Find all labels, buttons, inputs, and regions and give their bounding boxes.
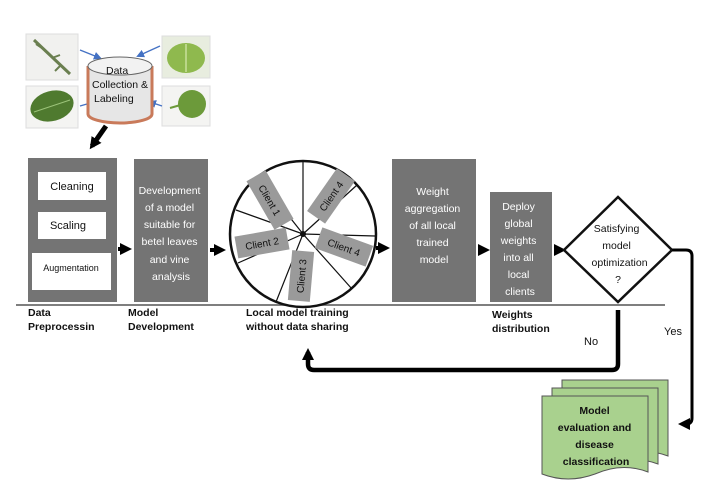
client-3: Client 3 [287, 250, 315, 302]
leaf-image-single-leaf [161, 85, 211, 127]
model-development-caption: Model Development [128, 307, 194, 333]
cleaning-step-label: Cleaning [50, 181, 93, 193]
training-caption: Local model training without data sharin… [245, 307, 352, 333]
leaf-image-green-leaf [161, 35, 211, 79]
collection-to-preprocessing-arrow [89, 124, 109, 150]
augmentation-step-label: Augmentation [43, 263, 99, 273]
cleaning-step [38, 172, 106, 200]
data-source-label: Data Collection & Labeling [92, 65, 151, 105]
deploy-box [490, 192, 552, 302]
evaluation-document-stack [541, 379, 669, 480]
aggregation-box [392, 159, 476, 302]
decision-diamond [562, 195, 674, 304]
leaf-image-dark-leaf [25, 85, 79, 129]
client-2: Client 2 [234, 227, 290, 259]
database-cylinder [86, 56, 154, 125]
deploy-caption: Weights distribution [492, 309, 550, 335]
no-feedback-arrow [302, 310, 621, 373]
scaling-step-label: Scaling [50, 220, 86, 232]
model-development-box [134, 159, 208, 302]
augmentation-step [32, 253, 111, 290]
aggregation-text: Weight aggregation of all local trained … [405, 186, 463, 266]
evaluation-text: Model evaluation and disease classificat… [558, 405, 634, 468]
leaf-image-stem [25, 33, 79, 81]
deploy-text: Deploy global weights into all local cli… [500, 201, 540, 298]
preprocessing-caption: Data Preprocessin [28, 307, 95, 333]
scaling-step [38, 212, 106, 239]
client-4-right: Client 4 [314, 227, 374, 267]
decision-text: Satisfying model optimization ? [592, 223, 651, 286]
no-label: No [584, 336, 598, 348]
yes-label: Yes [664, 326, 682, 338]
yes-arrow [672, 248, 694, 430]
model-development-text: Development of a model suitable for bete… [139, 185, 204, 283]
svg-text:Client 3: Client 3 [296, 258, 310, 293]
